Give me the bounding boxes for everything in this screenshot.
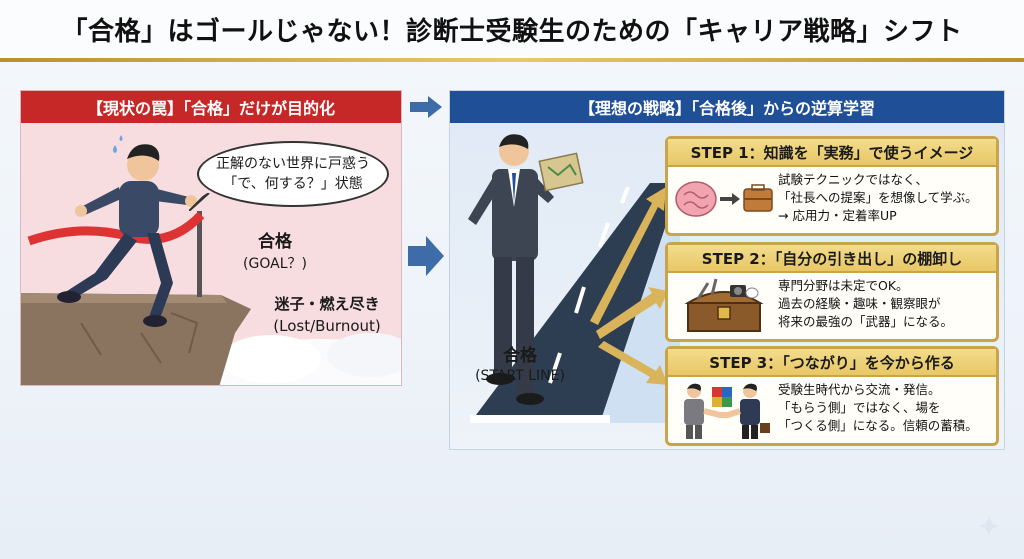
step-2-card: STEP 2：「自分の引き出し」の棚卸し 専門分野は未定でOK。 過去の経験・趣…	[665, 242, 999, 342]
step-2-description: 専門分野は未定でOK。 過去の経験・趣味・観察眼が 将来の最強の「武器」になる。	[778, 277, 998, 331]
start-label-jp: 合格	[503, 346, 537, 366]
lost-burnout-label: 迷子・燃え尽き (Lost/Burnout)	[257, 293, 397, 337]
step-3-card: STEP 3：「つながり」を今から作る 受験生時代から交流・発信。 「もらう側」…	[665, 346, 999, 446]
step-3-description: 受験生時代から交流・発信。 「もらう側」ではなく、場を 「つくる側」になる。信頼…	[778, 381, 998, 435]
start-label-en: (START LINE)	[475, 368, 565, 384]
sparkle-icon	[978, 515, 1000, 537]
start-line-label: 合格 (START LINE)	[470, 346, 570, 386]
step-1-line-2: 「社長への提案」を想像して学ぶ。	[778, 190, 978, 205]
lost-label-en: (Lost/Burnout)	[273, 317, 381, 335]
title-divider	[0, 58, 1024, 62]
handshake-puzzle-icon	[684, 383, 770, 439]
bubble-line-1: 正解のない世界に戸惑う	[216, 156, 370, 172]
step-3-line-3: 「つくる側」になる。信頼の蓄積。	[778, 418, 978, 433]
step-2-line-3: 将来の最強の「武器」になる。	[778, 314, 954, 329]
step-3-line-1: 受験生時代から交流・発信。	[778, 382, 941, 397]
header-arrow-icon	[410, 96, 442, 118]
step-3-title: STEP 3：「つながり」を今から作る	[668, 349, 996, 377]
current-trap-panel: 【現状の罠】「合格」だけが目的化 正解のない世界に戸惑う 「で、何する？」状態	[20, 90, 402, 386]
step-1-title: STEP 1：知識を「実務」で使うイメージ	[668, 139, 996, 167]
page-title: 「合格」はゴールじゃない！診断士受験生のための「キャリア戦略」シフト	[0, 0, 1024, 58]
ideal-strategy-header: 【理想の戦略】「合格後」からの逆算学習	[450, 91, 1004, 123]
brain-to-briefcase-icon	[675, 181, 773, 217]
step-2-line-1: 専門分野は未定でOK。	[778, 278, 909, 293]
lost-label-jp: 迷子・燃え尽き	[274, 295, 380, 313]
step-1-description: 試験テクニックではなく、 「社長への提案」を想像して学ぶ。 → 応用力・定着率U…	[778, 171, 998, 225]
treasure-chest-icon	[684, 278, 764, 332]
step-1-line-3: → 応用力・定着率UP	[778, 208, 897, 223]
current-trap-header: 【現状の罠】「合格」だけが目的化	[21, 91, 401, 123]
goal-label-en: (GOAL？)	[243, 256, 307, 272]
step-2-line-2: 過去の経験・趣味・観察眼が	[778, 296, 941, 311]
confusion-speech-bubble: 正解のない世界に戸惑う 「で、何する？」状態	[197, 141, 389, 207]
bubble-line-2: 「で、何する？」状態	[223, 176, 363, 192]
step-arrows	[590, 187, 668, 385]
shift-arrow-icon	[408, 236, 444, 276]
businessman-illustration	[468, 134, 680, 423]
bubble-tail	[189, 193, 210, 211]
runner-illustration	[21, 135, 401, 385]
step-1-card: STEP 1：知識を「実務」で使うイメージ 試験テクニックではなく、 「社長への…	[665, 136, 999, 236]
step-3-line-2: 「もらう側」ではなく、場を	[778, 400, 941, 415]
goal-label-jp: 合格	[258, 232, 292, 252]
step-2-title: STEP 2：「自分の引き出し」の棚卸し	[668, 245, 996, 273]
goal-label: 合格 (GOAL？)	[235, 231, 315, 275]
step-1-line-1: 試験テクニックではなく、	[778, 172, 929, 187]
